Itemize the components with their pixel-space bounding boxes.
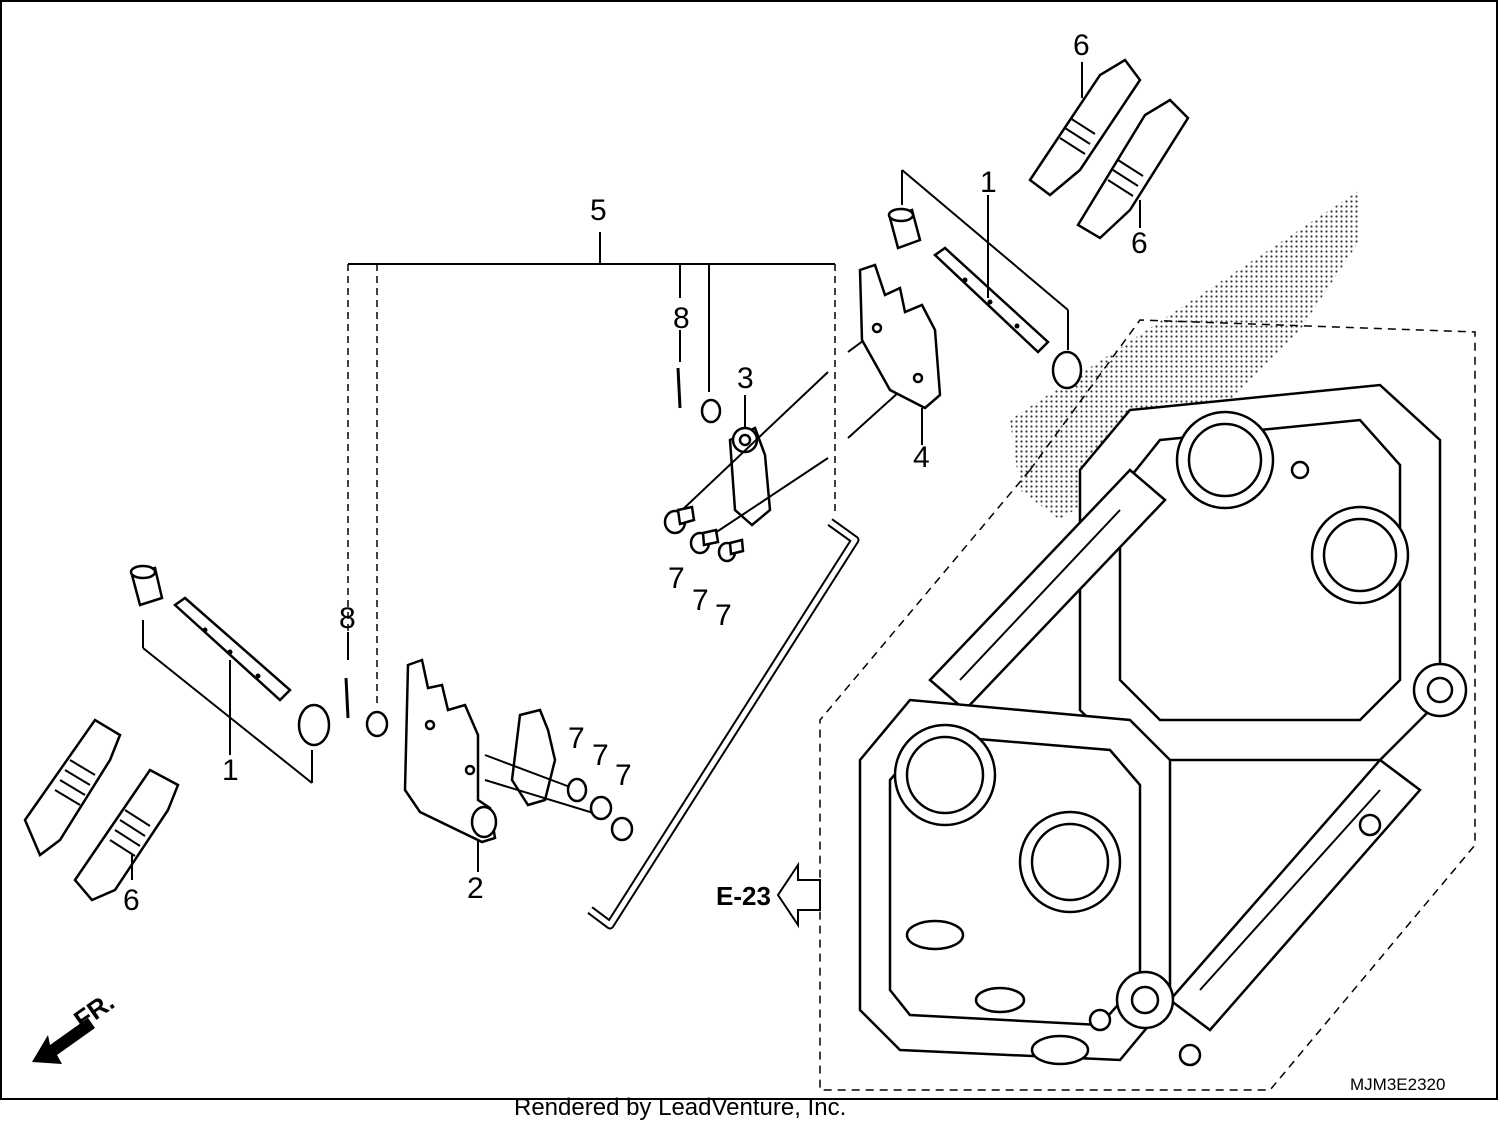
callout-6-left: 6: [123, 884, 140, 917]
assembly-outline: [819, 319, 1476, 1091]
diagram-border: [0, 0, 1498, 1100]
nut-7-lower-b: [589, 795, 613, 821]
upper-bracket-group: [663, 263, 942, 563]
nut-7-upper-b: [689, 528, 720, 555]
front-arrow-icon: [32, 1018, 95, 1064]
callout-2: 2: [467, 872, 484, 905]
callout-8-top: 8: [673, 302, 690, 335]
callout-7-d: 7: [568, 722, 585, 755]
callout-1-right: 1: [980, 166, 997, 199]
callout-1-left: 1: [222, 754, 239, 787]
right-shaft-group: [887, 58, 1190, 390]
credit-text: Rendered by LeadVenture, Inc.: [514, 1094, 846, 1121]
left-shaft-group: [23, 564, 331, 902]
throttle-body-assembly: [858, 383, 1468, 1067]
callout-7-f: 7: [615, 759, 632, 792]
callout-5: 5: [590, 194, 607, 227]
shading-area: [1010, 190, 1360, 520]
front-direction-indicator: FR.: [32, 986, 120, 1064]
link-rod: [587, 518, 860, 930]
injector-6-right: [1076, 98, 1190, 240]
drawing-code: MJM3E2320: [1350, 1075, 1445, 1094]
callout-4: 4: [913, 441, 930, 474]
callout-7-b: 7: [692, 584, 709, 617]
callout-7-a: 7: [668, 562, 685, 595]
callout-6-top: 6: [1073, 29, 1090, 62]
injector-6-left-b: [73, 768, 180, 902]
callout-7-e: 7: [592, 739, 609, 772]
lower-bracket-group: [344, 658, 634, 844]
nut-7-lower-a: [566, 777, 588, 803]
injector-6-top: [1028, 58, 1142, 197]
hollow-arrow-icon: [776, 861, 821, 929]
reference-arrow: E-23: [716, 861, 821, 929]
nut-7-upper-a: [663, 505, 696, 535]
reference-label: E-23: [716, 881, 771, 911]
callout-8-left: 8: [339, 602, 356, 635]
callout-6-right: 6: [1131, 227, 1148, 260]
injector-6-left-a: [23, 718, 122, 857]
nut-7-upper-c: [717, 538, 745, 563]
callout-3: 3: [737, 362, 754, 395]
item-5-bracket: [347, 232, 836, 705]
callout-labels: 5 8 3 4 1 6 6 7 7 7 8 1 7 7 7 2 6: [123, 29, 1148, 917]
callout-7-c: 7: [715, 599, 732, 632]
nut-7-lower-c: [610, 816, 634, 842]
